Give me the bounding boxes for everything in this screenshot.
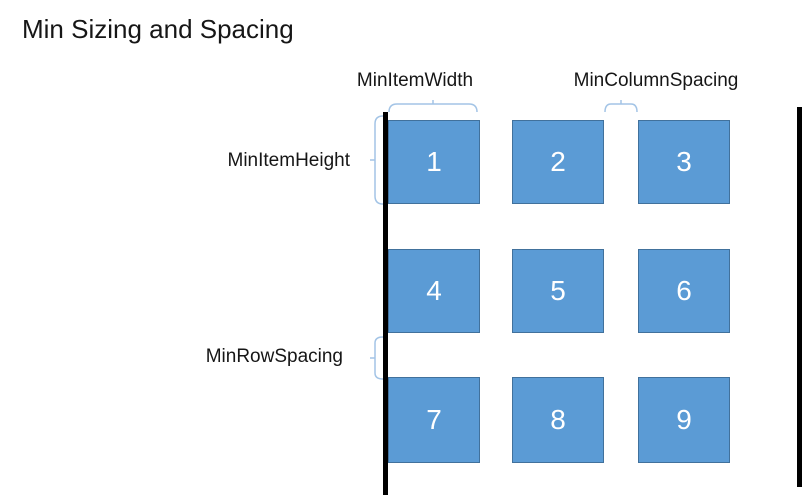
grid-item-3: 3 [638, 120, 730, 204]
page-title: Min Sizing and Spacing [22, 14, 294, 44]
grid-item-7: 7 [388, 377, 480, 463]
grid-item-5: 5 [512, 249, 604, 333]
min-item-height-label: MinItemHeight [227, 150, 351, 171]
min-item-width-label: MinItemWidth [356, 70, 474, 91]
grid-item-1: 1 [388, 120, 480, 204]
right-boundary-line [797, 107, 802, 487]
min-row-spacing-brace-icon [370, 336, 384, 380]
grid-item-2: 2 [512, 120, 604, 204]
grid-item-6: 6 [638, 249, 730, 333]
grid-item-8: 8 [512, 377, 604, 463]
left-boundary-line [383, 112, 388, 495]
grid-item-4: 4 [388, 249, 480, 333]
min-column-spacing-brace-icon [604, 99, 638, 113]
grid-item-9: 9 [638, 377, 730, 463]
min-row-spacing-label: MinRowSpacing [205, 346, 343, 367]
min-column-spacing-label: MinColumnSpacing [573, 70, 739, 91]
min-item-width-brace-icon [388, 99, 478, 113]
min-item-height-brace-icon [370, 115, 384, 205]
